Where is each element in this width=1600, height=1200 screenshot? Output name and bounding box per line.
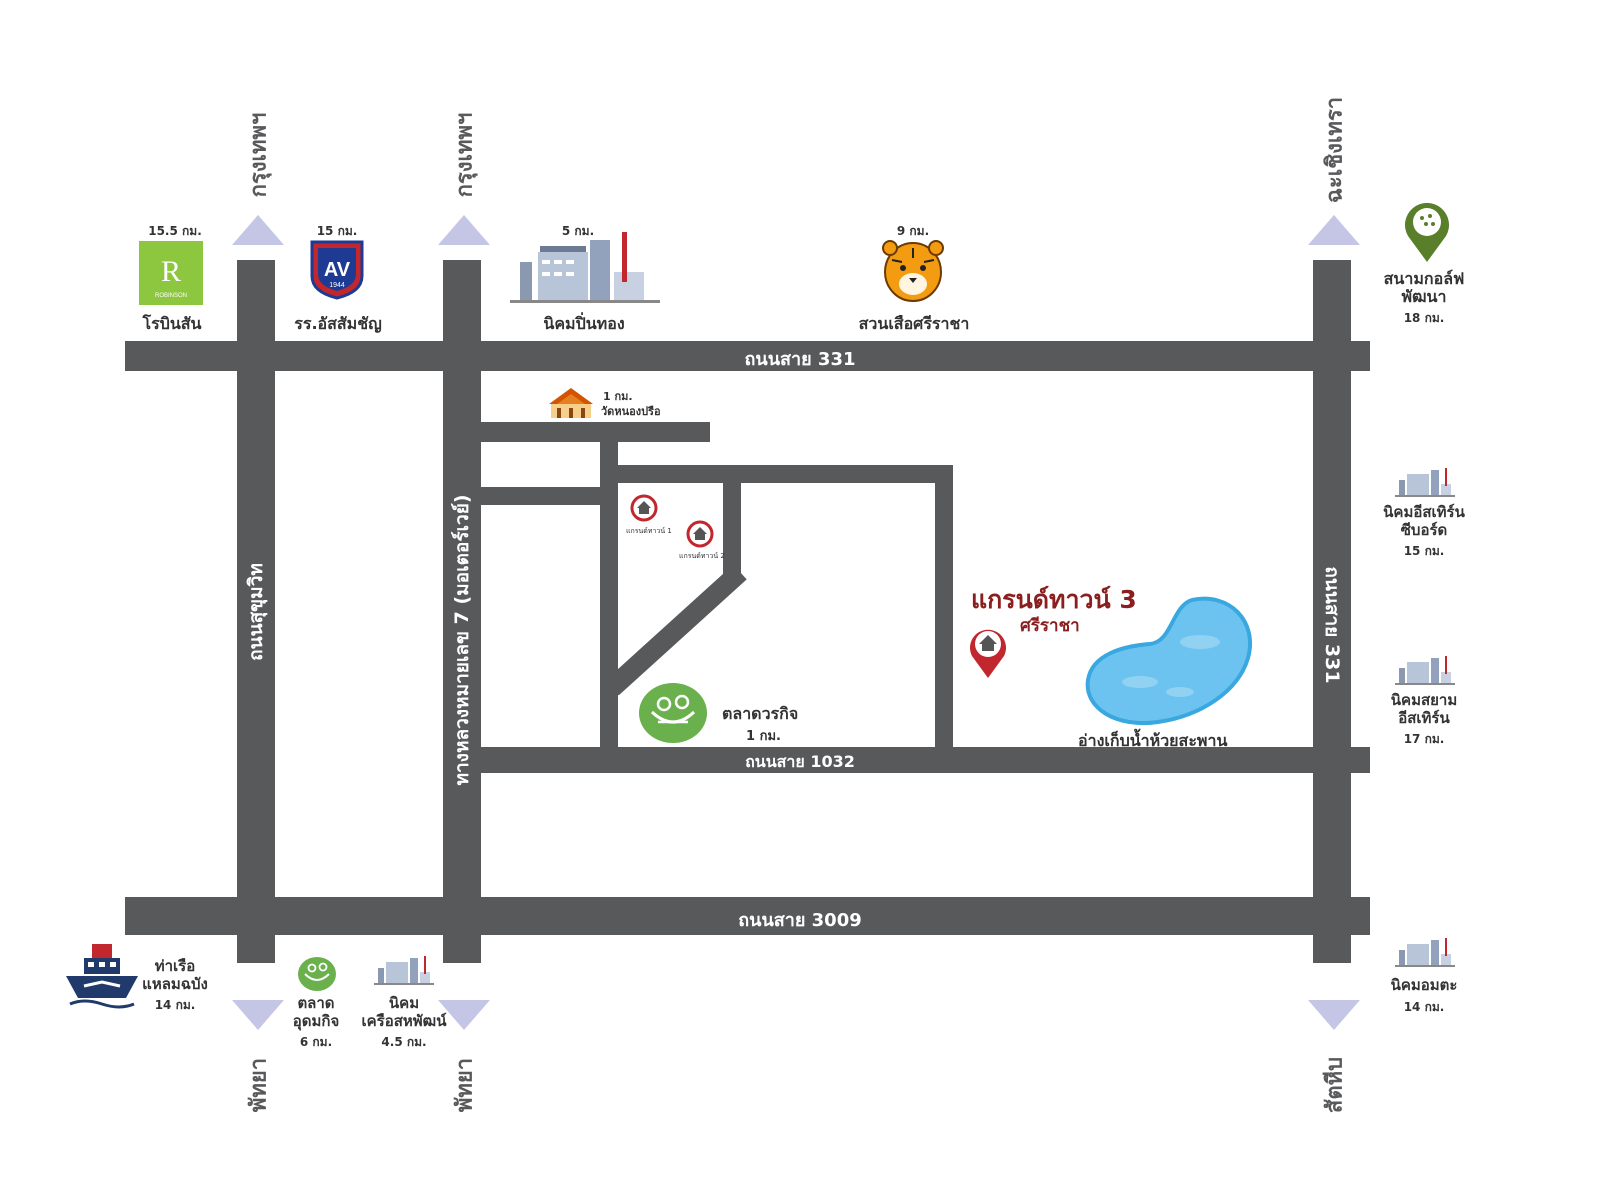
pinthong-name: นิคมปิ่นทอง (543, 314, 625, 333)
factory-icon (1395, 656, 1455, 685)
road-label-motorway-7: ทางหลวงหมายเลข 7 (มอเตอร์เวย์) (451, 494, 473, 786)
worakit-name: ตลาดวรกิจ (722, 704, 799, 723)
grandtown3-subtitle: ศรีราชา (1020, 616, 1080, 636)
arrow-up-icon (1308, 215, 1360, 245)
saha-name-line2: เครือสหพัฒน์ (361, 1012, 447, 1030)
eastern-seaboard-name-line1: นิคมอีสเทิร์น (1383, 503, 1465, 521)
direction-chachoengsao: ฉะเชิงเทรา (1322, 96, 1348, 204)
road-label-sukhumvit: ถนนสุขุมวิท (245, 563, 267, 661)
ship-icon (66, 944, 138, 1009)
worakit-distance: 1 กม. (746, 729, 781, 744)
pinthong-distance: 5 กม. (561, 224, 595, 238)
eastern-seaboard-distance: 15 กม. (1403, 544, 1445, 558)
local-road-f (723, 480, 741, 583)
saha-distance: 4.5 กม. (381, 1035, 427, 1049)
arrow-down-icon (232, 1000, 284, 1030)
udomkit-name-line2: อุดมกิจ (292, 1012, 340, 1030)
direction-pattaya-1: พัทยา (246, 1057, 272, 1113)
factory-icon (374, 956, 434, 985)
amata-name: นิคมอมตะ (1390, 976, 1458, 994)
golf-name-line1: สนามกอล์ฟ (1383, 269, 1465, 288)
svg-text:AV: AV (324, 259, 351, 281)
svg-text:R: R (161, 255, 181, 288)
location-pin-icon[interactable] (966, 624, 1010, 680)
tiger-zoo-name: สวนเสือศรีราชา (858, 314, 970, 333)
direction-sattahip: สัตหีบ (1322, 1056, 1348, 1114)
siam-eastern-name-line2: อีสเทิร์น (1398, 709, 1450, 727)
road-sukhumvit (237, 260, 275, 963)
home-icon (630, 494, 658, 522)
amata-distance: 14 กม. (1403, 1000, 1445, 1014)
road-motorway-7 (443, 260, 481, 963)
temple-icon (549, 388, 593, 418)
factory-icon (1395, 468, 1455, 497)
direction-bangkok-2: กรุงเทพฯ (452, 112, 478, 198)
local-road-e (935, 465, 953, 760)
laem-chabang-distance: 14 กม. (154, 998, 196, 1012)
road-label-3009: ถนนสาย 3009 (738, 910, 862, 931)
wat-distance: 1 กม. (603, 390, 633, 403)
saha-name-line1: นิคม (388, 994, 420, 1012)
golf-name-line2: พัฒนา (1401, 287, 1447, 306)
road-label-331-right: ถนนสาย 331 (1321, 566, 1343, 684)
robinson-name: โรบินสัน (142, 314, 202, 333)
local-road-d (600, 465, 952, 483)
grandtown2-label: แกรนด์ทาวน์ 2 (679, 552, 725, 560)
school-crest-year: 1944 (329, 282, 345, 289)
eastern-seaboard-name-line2: ซีบอร์ด (1400, 521, 1448, 539)
udomkit-distance: 6 กม. (299, 1035, 333, 1049)
road-3009 (125, 897, 1370, 935)
school-crest-icon: AV 1944 (310, 240, 364, 300)
golf-distance: 18 กม. (1403, 311, 1445, 325)
factory-icon (1395, 938, 1455, 967)
wat-name: วัดหนองปรือ (601, 405, 661, 418)
home-icon (686, 520, 714, 548)
reservoir-name: อ่างเก็บน้ำห้วยสะพาน (1078, 731, 1228, 750)
road-label-331-top: ถนนสาย 331 (744, 349, 856, 370)
direction-pattaya-2: พัทยา (452, 1057, 478, 1113)
laem-chabang-name-line1: ท่าเรือ (154, 957, 196, 975)
arrow-up-icon (232, 215, 284, 245)
local-road-diagonal (605, 564, 747, 696)
market-icon (639, 683, 707, 743)
arrow-down-icon (438, 1000, 490, 1030)
assumption-distance: 15 กม. (316, 224, 358, 238)
local-road-a (470, 422, 710, 442)
robinson-logo-icon: R ROBINSON (139, 241, 203, 305)
road-331-right (1313, 260, 1351, 963)
direction-bangkok-1: กรุงเทพฯ (246, 112, 272, 198)
siam-eastern-name-line1: นิคมสยาม (1390, 691, 1458, 709)
siam-eastern-distance: 17 กม. (1403, 732, 1445, 746)
golf-pin-icon (1405, 202, 1449, 262)
local-road-b (470, 487, 615, 505)
laem-chabang-name-line2: แหลมฉบัง (142, 975, 208, 993)
udomkit-name-line1: ตลาด (297, 994, 335, 1012)
market-icon (298, 957, 336, 991)
tiger-icon (882, 240, 944, 302)
road-1032 (470, 747, 1370, 773)
factory-icon (510, 232, 660, 303)
assumption-name: รร.อัสสัมชัญ (294, 314, 382, 333)
robinson-distance: 15.5 กม. (148, 224, 202, 238)
grandtown1-label: แกรนด์ทาวน์ 1 (626, 527, 672, 535)
grandtown3-title: แกรนด์ทาวน์ 3 (971, 585, 1137, 614)
robinson-logo-text: ROBINSON (155, 293, 187, 299)
road-label-1032: ถนนสาย 1032 (745, 752, 855, 771)
tiger-zoo-distance: 9 กม. (896, 224, 930, 238)
arrow-up-icon (438, 215, 490, 245)
reservoir-water-icon (1085, 596, 1252, 726)
road-331-top (125, 341, 1370, 371)
arrow-down-icon (1308, 1000, 1360, 1030)
